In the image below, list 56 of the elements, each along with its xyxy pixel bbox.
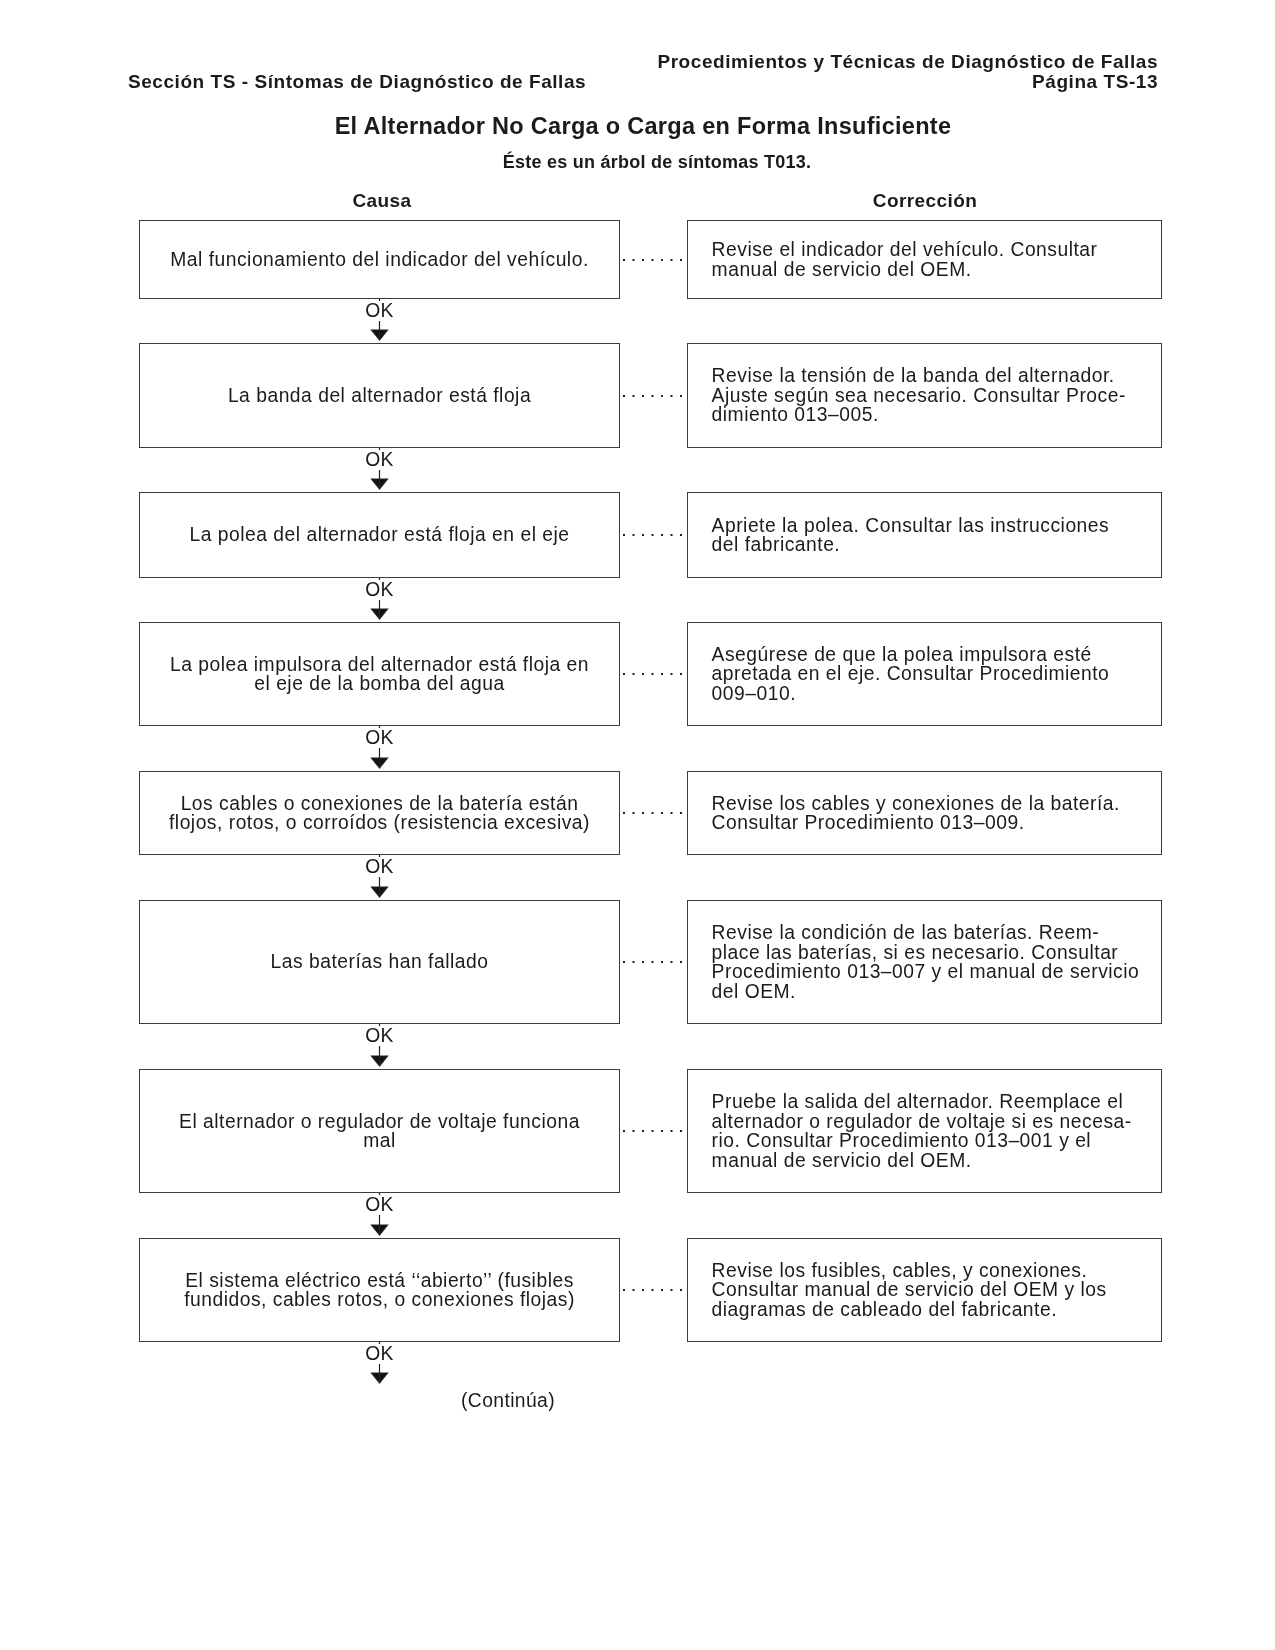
correction-box xyxy=(687,220,1162,299)
arrow xyxy=(370,854,389,898)
box-text: La polea del alternador está floja en el eje xyxy=(188,525,571,545)
cause-box xyxy=(139,492,620,578)
box-text: Revise la tensión de la banda del alternador. Ajuste según sea necesario. Consultar Proce- dimiento 013–005. xyxy=(711,366,1127,425)
edge-label: OK xyxy=(363,1026,396,1046)
box-text: La polea impulsora del alternador está floja en el eje de la bomba del agua xyxy=(169,654,590,694)
correction-box xyxy=(687,771,1162,855)
arrow xyxy=(370,725,389,769)
cause-box xyxy=(139,1069,620,1193)
edge-label: OK xyxy=(363,857,396,877)
arrow xyxy=(370,298,389,341)
arrow xyxy=(370,1192,389,1236)
subtitle: Éste es un árbol de síntomas T013. xyxy=(502,152,812,173)
box-text: Revise los fusibles, cables, y conexiones. Consultar manual de servicio del OEM y los diagramas de cableado del fabricante. xyxy=(711,1260,1108,1320)
header-text: Página TS-13 xyxy=(1032,71,1158,93)
arrow xyxy=(370,577,389,620)
arrow xyxy=(370,1023,389,1067)
correction-box xyxy=(687,343,1162,448)
correction-box xyxy=(687,492,1162,578)
title: El Alternador No Carga o Carga en Forma Insuficiente xyxy=(334,113,952,140)
edge-label: OK xyxy=(363,728,396,748)
box-text: Revise los cables y conexiones de la batería. Consultar Procedimiento 013–009. xyxy=(711,793,1121,833)
continuation-note: (Continúa) xyxy=(461,1390,555,1413)
box-text: Revise la condición de las baterías. Reem- place las baterías, si es necesario. Consultar Procedimiento 013–007 y el manual de servicio del OEM. xyxy=(711,923,1141,1001)
box-text: Los cables o conexiones de la batería están flojos, rotos, o corroídos (resistencia excesiva) xyxy=(168,793,591,833)
edge-label: OK xyxy=(363,301,396,321)
edge-label: OK xyxy=(363,580,396,600)
edge-label: OK xyxy=(363,1195,396,1215)
box-text: El sistema eléctrico está ‘‘abierto’’ (fusibles fundidos, cables rotos, o conexiones flojas) xyxy=(183,1270,576,1310)
correction-box xyxy=(687,1238,1162,1342)
correction-box xyxy=(687,900,1162,1024)
arrow xyxy=(370,1341,389,1384)
box-text: Mal funcionamiento del indicador del vehículo. xyxy=(169,249,590,270)
box-text: Las baterías han fallado xyxy=(269,952,490,972)
cause-box xyxy=(139,900,620,1024)
correction-box xyxy=(687,622,1162,726)
cause-box xyxy=(139,622,620,726)
box-text: Revise el indicador del vehículo. Consultar manual de servicio del OEM. xyxy=(711,240,1099,279)
column-heading: Causa xyxy=(352,190,412,212)
header-text: Procedimientos y Técnicas de Diagnóstico de Fallas xyxy=(657,51,1158,73)
box-text: Asegúrese de que la polea impulsora esté apretada en el eje. Consultar Procedimiento 009–010. xyxy=(711,644,1111,704)
cause-box xyxy=(139,771,620,855)
arrow xyxy=(370,447,389,490)
cause-box xyxy=(139,220,620,299)
edge-label: OK xyxy=(363,450,396,470)
box-text: La banda del alternador está floja xyxy=(226,385,533,406)
edge-label: OK xyxy=(363,1344,396,1364)
header-text: Sección TS - Síntomas de Diagnóstico de Fallas xyxy=(128,71,587,93)
column-heading: Corrección xyxy=(872,190,978,212)
cause-box xyxy=(139,1238,620,1342)
box-text: Apriete la polea. Consultar las instrucciones del fabricante. xyxy=(711,515,1111,555)
box-text: El alternador o regulador de voltaje funciona mal xyxy=(178,1111,581,1151)
box-text: Pruebe la salida del alternador. Reemplace el alternador o regulador de voltaje si es necesa- rio. Consultar Procedimiento 013–001 y el manual de servicio del OEM. xyxy=(711,1092,1133,1170)
cause-box xyxy=(139,343,620,448)
correction-box xyxy=(687,1069,1162,1193)
